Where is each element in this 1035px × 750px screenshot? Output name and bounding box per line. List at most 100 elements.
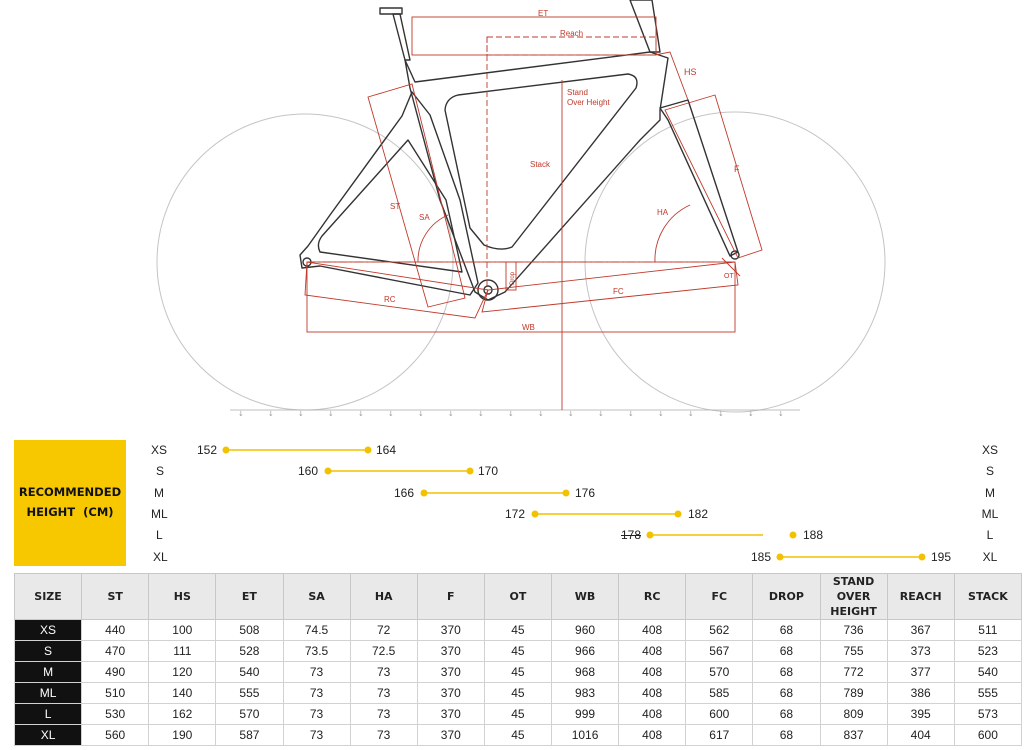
cell: 370 [416,619,485,641]
label-f: F [734,164,740,174]
rec-min-m: 166 [394,486,415,500]
cell: 789 [819,682,888,704]
recommended-title-line1: RECOMMENDED [18,485,122,499]
cell: 570 [215,703,284,725]
header-wb: WB [550,573,620,620]
label-ot: OT [724,273,734,280]
cell: 73 [282,703,351,725]
svg-text:↓: ↓ [298,410,304,418]
header-sa: SA [282,573,351,620]
range-dot-s-max [466,467,474,475]
cell: 440 [81,619,150,641]
svg-text:↓: ↓ [658,410,664,418]
cell: 968 [550,661,620,683]
header-reach: REACH [886,573,955,620]
rec-size-right-m: M [985,486,995,500]
rec-max-l: 188 [803,528,824,542]
cell: 386 [886,682,955,704]
bike-frame [299,0,740,301]
rec-size-left-l: L [156,528,163,542]
cell: 540 [953,661,1023,683]
label-wb: WB [522,323,535,332]
cell-size: M [13,661,83,683]
table-row: S 470 111 528 73.5 72.5 370 45 966 408 5… [13,640,1023,662]
dimension-lines [304,16,763,410]
cell: 809 [819,703,888,725]
cell: 528 [215,640,284,662]
cell: 73 [349,703,418,725]
cell: 755 [819,640,888,662]
cell: 68 [752,682,821,704]
range-dot-l-max [789,531,797,539]
header-fc: FC [685,573,754,620]
cell: 617 [685,724,754,746]
header-rc: RC [618,573,687,620]
cell: 74.5 [282,619,351,641]
label-stand-over-2: Over Height [567,98,610,107]
svg-text:↓: ↓ [388,410,394,418]
cell: 73 [282,661,351,683]
cell: 490 [81,661,150,683]
svg-text:↓: ↓ [328,410,334,418]
recommended-title-line2: HEIGHT (CM) [26,505,114,519]
cell: 68 [752,661,821,683]
label-rc: RC [384,295,396,304]
cell: 567 [685,640,754,662]
svg-text:↓: ↓ [538,410,544,418]
range-dot-xl-min [776,553,784,561]
rec-min-xs: 152 [197,443,218,457]
svg-text:↓: ↓ [478,410,484,418]
range-dot-xs-max [364,446,372,454]
ground-ticks: ↓↓↓ ↓↓↓ ↓↓↓ ↓↓↓ ↓↓↓ ↓↓↓ ↓ [238,410,784,418]
rec-size-left-xl: XL [153,550,168,564]
label-et: ET [538,9,548,18]
rec-max-ml: 182 [688,507,709,521]
rec-size-right-s: S [985,464,994,478]
header-ha: HA [349,573,418,620]
bike-geometry-diagram: ↓↓↓ ↓↓↓ ↓↓↓ ↓↓↓ ↓↓↓ ↓↓↓ ↓ [156,0,886,418]
svg-text:↓: ↓ [778,410,784,418]
rec-max-m: 176 [575,486,596,500]
cell: 395 [886,703,955,725]
cell: 190 [148,724,217,746]
cell: 45 [483,724,553,746]
cell: 73 [349,661,418,683]
svg-text:↓: ↓ [358,410,364,418]
cell: 120 [148,661,217,683]
cell: 370 [416,682,485,704]
cell: 72 [349,619,418,641]
recommended-height-box [14,440,126,566]
svg-text:↓: ↓ [628,410,634,418]
range-dot-xs-min [222,446,230,454]
header-size: SIZE [13,573,83,620]
cell-size: XS [13,619,83,641]
range-dot-s-min [324,467,332,475]
rec-min-l: 178 [621,528,642,542]
cell: 73 [349,682,418,704]
cell: 162 [148,703,217,725]
cell: 508 [215,619,284,641]
label-stand-over-1: Stand [567,88,588,97]
cell: 45 [483,661,553,683]
cell: 560 [81,724,150,746]
header-ot: OT [483,573,553,620]
rec-size-left-ml: ML [151,507,168,521]
range-dot-m-max [562,489,570,497]
cell: 377 [886,661,955,683]
rec-size-right-xs: XS [981,443,998,457]
cell: 408 [618,682,687,704]
table-row: XL 560 190 587 73 73 370 45 1016 408 617… [13,724,1023,746]
cell: 555 [953,682,1023,704]
cell: 573 [953,703,1023,725]
rec-size-right-l: L [986,528,994,542]
cell: 408 [618,619,687,641]
cell: 585 [685,682,754,704]
label-ha: HA [657,208,669,217]
rec-max-s: 170 [478,464,499,478]
cell: 45 [483,640,553,662]
header-hs: HS [148,573,217,620]
rec-size-right-xl: XL [982,550,998,564]
rec-min-xl: 185 [751,550,772,564]
range-dot-m-min [420,489,428,497]
cell: 587 [215,724,284,746]
